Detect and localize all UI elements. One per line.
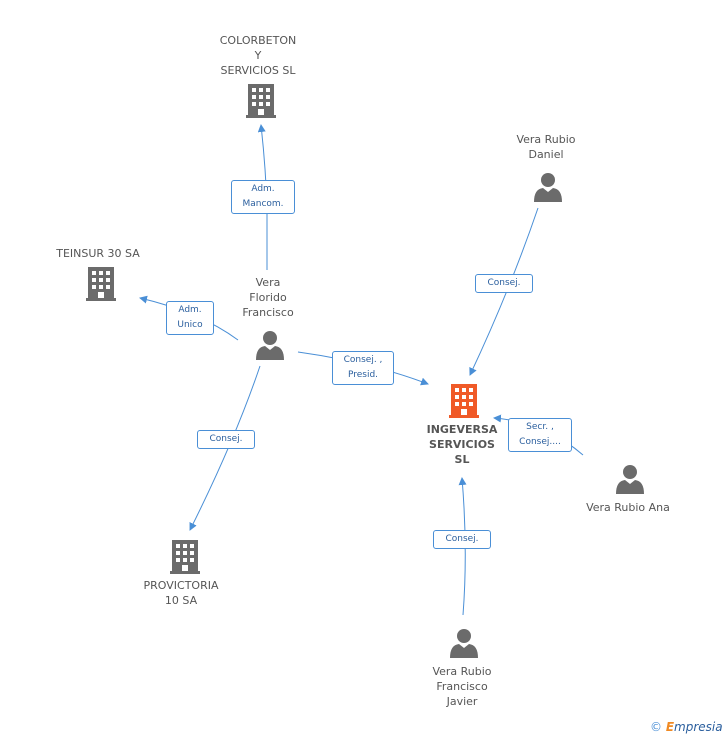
edge-label-florido-provictoria: Consej. [197,430,255,449]
copyright-footer[interactable]: © Empresia [650,720,723,734]
edge-label-florido-teinsur: Adm. Unico [166,301,214,335]
node-label-ingeversa[interactable]: INGEVERSA SERVICIOS SL [426,423,498,466]
node-label-provictoria[interactable]: PROVICTORIA 10 SA [143,579,219,607]
node-label-vera-florido[interactable]: Vera Florido Francisco [242,276,294,319]
brand-logo-initial: E [665,720,675,734]
building-icon-teinsur [86,267,116,301]
node-label-vera-javier[interactable]: Vera Rubio Francisco Javier [432,665,492,708]
building-icon-provictoria [170,540,200,574]
node-label-teinsur[interactable]: TEINSUR 30 SA [56,247,140,260]
person-icon-vera-javier [450,629,478,658]
node-label-colorbeton[interactable]: COLORBETON Y SERVICIOS SL [219,34,297,77]
building-icon-colorbeton [246,84,276,118]
edge-label-javier-ingeversa: Consej. [433,530,491,549]
person-icon-vera-ana [616,465,644,494]
building-icon-ingeversa [449,384,479,418]
edge-label-florido-ingeversa: Consej. , Presid. [332,351,394,385]
node-label-vera-ana[interactable]: Vera Rubio Ana [586,501,670,514]
edge-label-florido-colorbeton: Adm. Mancom. [231,180,295,214]
person-icon-vera-daniel [534,173,562,202]
copyright-symbol: © [650,720,662,734]
person-icon-vera-florido [256,331,284,360]
node-label-vera-daniel[interactable]: Vera Rubio Daniel [516,133,576,161]
brand-logo-text: mpresia [674,720,723,734]
edge-label-ana-ingeversa: Secr. , Consej.... [508,418,572,452]
edge-label-daniel-ingeversa: Consej. [475,274,533,293]
